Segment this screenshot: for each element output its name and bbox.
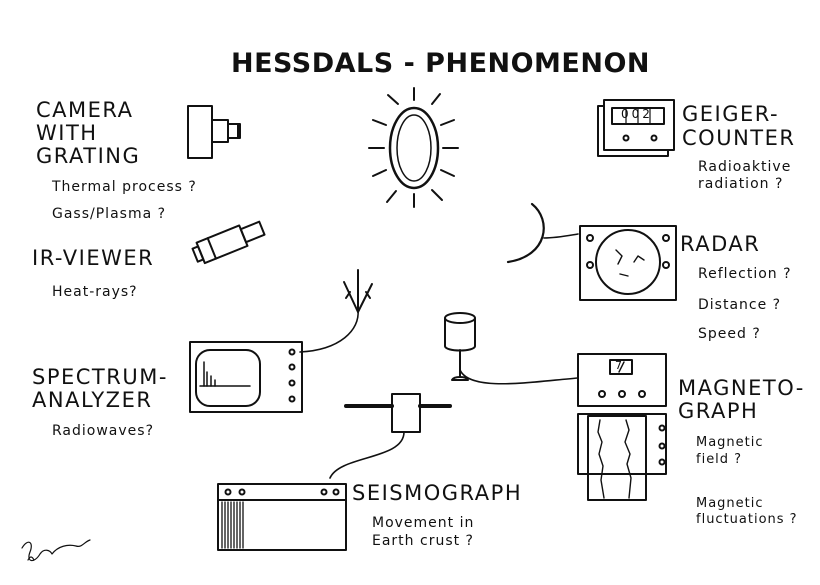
geiger-note-2: radiation ? <box>698 176 784 192</box>
magnetometer-sensor-icon <box>444 312 579 385</box>
geiger-label-line-1: GEIGER- <box>682 102 780 126</box>
magnetograph-recorder-icon <box>577 353 667 501</box>
camera-label-line-2: WITH <box>36 121 98 145</box>
camera-label-line-1: CAMERA <box>36 98 134 122</box>
geiger-note-1: Radioaktive <box>698 159 792 175</box>
geiger-counter-icon <box>597 99 675 157</box>
spectrum-note: Radiowaves? <box>52 423 154 439</box>
seismograph-label: SEISMOGRAPH <box>352 481 523 505</box>
camera-icon <box>187 105 241 159</box>
magnetograph-note-2: field ? <box>696 452 743 467</box>
seismograph-note-2: Earth crust ? <box>372 533 474 549</box>
camera-note-2: Gass/Plasma ? <box>52 206 167 222</box>
ir-viewer-note: Heat-rays? <box>52 284 138 300</box>
ir-viewer-label: IR-VIEWER <box>32 246 155 270</box>
geiger-label-line-2: COUNTER <box>682 126 796 150</box>
magnetograph-display: 7 <box>615 359 623 372</box>
radar-note-1: Reflection ? <box>698 266 792 282</box>
radar-note-2: Distance ? <box>698 297 782 313</box>
magnetograph-label-line-1: MAGNETO- <box>678 376 805 400</box>
signature-icon <box>21 539 91 562</box>
antenna-icon <box>299 269 373 353</box>
radar-label: RADAR <box>680 232 761 256</box>
geiger-display: 002 <box>621 107 653 121</box>
magnetograph-note-3: Magnetic <box>696 496 764 511</box>
camera-label-line-3: GRATING <box>36 144 141 168</box>
radar-dish-icon <box>506 202 579 264</box>
magnetograph-note-4: fluctuations ? <box>696 512 798 527</box>
radar-screen-icon <box>579 225 677 301</box>
magnetograph-note-1: Magnetic <box>696 435 764 450</box>
seismograph-note-1: Movement in <box>372 515 475 531</box>
radar-note-3: Speed ? <box>698 326 761 342</box>
seismometer-sensor-icon <box>329 393 452 479</box>
ir-viewer-icon <box>191 220 266 265</box>
spectrum-label-line-2: ANALYZER <box>32 388 153 412</box>
spectrum-analyzer-icon <box>189 341 303 413</box>
glowing-light-icon <box>368 87 459 208</box>
spectrum-label-line-1: SPECTRUM- <box>32 365 168 389</box>
page-title: HESSDALS - PHENOMENON <box>231 48 651 79</box>
camera-note-1: Thermal process ? <box>52 179 197 195</box>
magnetograph-label-line-2: GRAPH <box>678 399 759 423</box>
seismograph-recorder-icon <box>217 483 347 551</box>
